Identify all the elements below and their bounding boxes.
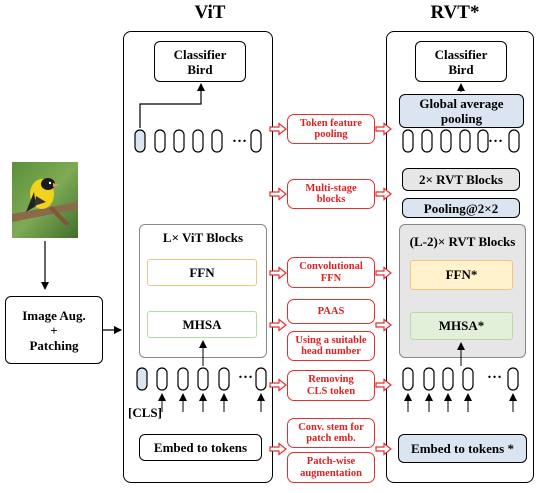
rvt-top-ellipsis: … [488,130,503,146]
red-right-arrows [375,122,392,456]
mod-suitable-head-number: Using a suitable head number [287,331,375,361]
rvt-ffn-star-box: FFN* [410,260,513,290]
rvt-panel [386,31,534,483]
vit-bottom-ellipsis: … [238,366,253,382]
mod-convolutional-ffn: Convolutional FFN [287,257,375,288]
rvt-embed-box: Embed to tokens * [398,434,527,463]
rvt-top-tokens [402,129,520,153]
vit-classifier-box: Classifier Bird [154,41,246,82]
vit-blocks-label: L× ViT Blocks [162,230,244,245]
vit-title: ViT [194,2,226,23]
bird-image [12,162,78,238]
mod-multi-stage-blocks: Multi-stage blocks [287,179,375,209]
rvt-pooling-box: Pooling@2×2 [402,198,520,218]
rvt-token-input-arrows [404,393,517,412]
rvt-global-average-pooling-box: Global average pooling [399,94,524,128]
vit-ffn-box: FFN [147,259,257,286]
red-left-arrows [269,122,287,456]
mod-token-feature-pooling: Token feature pooling [287,114,375,144]
rvt-classifier-box: Classifier Bird [415,41,507,82]
rvt-bottom-tokens [402,367,519,391]
vit-cls-to-classifier-arrow [139,83,205,128]
mod-conv-stem: Conv. stem for patch emb. [287,418,375,448]
rvt-2x-blocks-box: 2× RVT Blocks [402,168,520,191]
vit-token-input-arrows [158,393,265,412]
rvt-bottom-ellipsis: … [487,366,502,382]
vit-top-tokens [134,129,262,153]
rvt-mhsa-star-box: MHSA* [410,312,513,340]
vit-panel [123,31,273,483]
rvt-title: RVT* [430,2,480,23]
vit-bottom-tokens [136,367,267,391]
vit-top-ellipsis: … [232,130,247,146]
rvt-blocks-label: (L-2)× RVT Blocks [409,234,516,249]
mod-removing-cls-token: Removing CLS token [287,370,375,401]
mod-patch-wise-augmentation: Patch-wise augmentation [287,452,375,483]
cls-label: [CLS] [128,405,162,420]
mod-paas: PAAS [287,299,375,324]
image-aug-patching-box: Image Aug. + Patching [5,296,103,364]
vit-embed-box: Embed to tokens [139,434,262,461]
vit-mhsa-box: MHSA [147,311,257,338]
